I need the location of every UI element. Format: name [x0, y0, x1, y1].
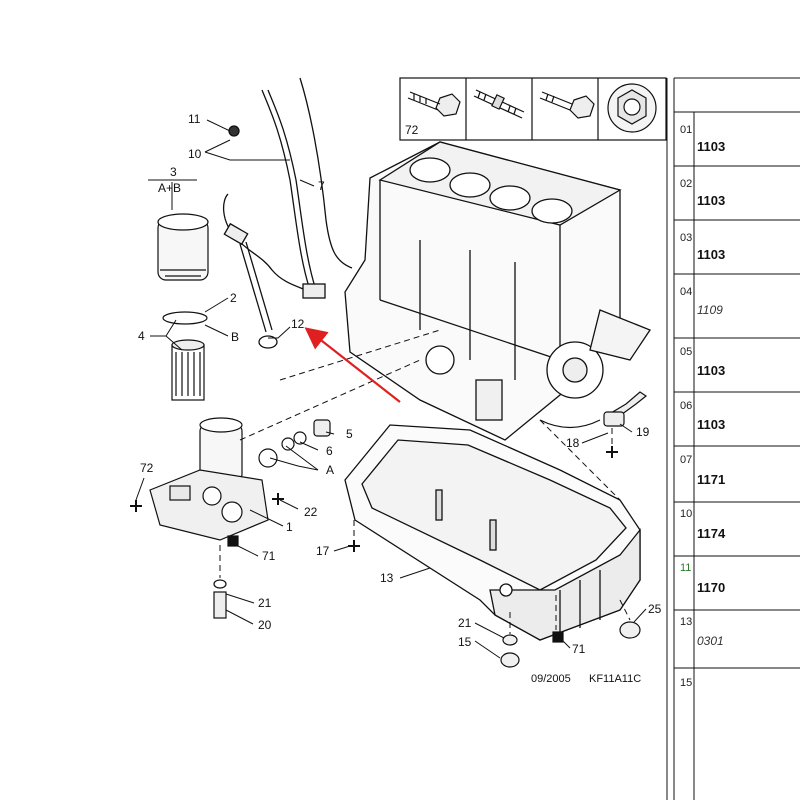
dipstick-and-tube: [223, 77, 353, 349]
ref-code-05: 1103: [697, 363, 726, 378]
ref-num-10: 10: [680, 508, 693, 520]
callout-71-left: 71: [262, 549, 276, 563]
ref-code-03: 1103: [697, 247, 726, 262]
callout-a-plus-b: A+B: [158, 181, 182, 195]
footer-date: 09/2005: [531, 673, 571, 685]
callout-6: 6: [326, 444, 333, 458]
stud-icon: [473, 89, 525, 119]
callout-72-top: 72: [405, 123, 419, 137]
callout-3: 3: [170, 165, 177, 179]
callout-22: 22: [304, 505, 318, 519]
callout-12: 12: [291, 317, 305, 331]
callout-25: 25: [648, 602, 662, 616]
callout-2: 2: [230, 291, 237, 305]
oil-sensor: [539, 391, 648, 429]
ref-code-02: 1103: [697, 193, 726, 208]
ref-code-11: 1170: [697, 580, 726, 595]
oil-filter-housing: [149, 213, 331, 619]
drain-plug-parts: [500, 621, 641, 668]
callout-1: 1: [286, 520, 293, 534]
ref-num-03: 03: [680, 232, 693, 244]
ref-num-06: 06: [680, 400, 693, 412]
callout-b: B: [231, 330, 240, 344]
hex-bolt-icon: [539, 91, 595, 119]
callout-4: 4: [138, 329, 145, 343]
callout-a: A: [326, 463, 335, 477]
callout-11: 11: [188, 112, 201, 126]
callout-13: 13: [380, 571, 394, 585]
ref-num-07: 07: [680, 454, 693, 466]
ref-code-10: 1174: [697, 526, 726, 541]
callout-5: 5: [346, 427, 353, 441]
callout-7: 7: [318, 179, 325, 193]
callout-17: 17: [316, 544, 330, 558]
callout-15: 15: [458, 635, 472, 649]
engine-block: [344, 141, 651, 441]
flange-nut-icon: [607, 83, 657, 133]
ref-num-11: 11: [680, 562, 692, 574]
callout-10: 10: [188, 147, 202, 161]
ref-num-01: 01: [680, 124, 693, 136]
leader-lines: [135, 119, 647, 659]
ref-num-05: 05: [680, 346, 693, 358]
ref-code-07: 1171: [697, 472, 726, 487]
ref-code-13: 0301: [697, 634, 724, 648]
ref-code-04: 1109: [697, 303, 723, 317]
ref-code-01: 1103: [697, 139, 726, 154]
oil-pan: [344, 424, 641, 641]
ref-num-15: 15: [680, 677, 693, 689]
fastener-icon-strip: [399, 77, 667, 141]
callout-72-left: 72: [140, 461, 154, 475]
callout-19: 19: [636, 425, 650, 439]
callout-71-right: 71: [572, 642, 586, 656]
ref-num-04: 04: [680, 286, 693, 298]
ref-num-13: 13: [680, 616, 693, 628]
highlight-arrow: [304, 327, 401, 403]
callout-20: 20: [258, 618, 272, 632]
callout-18: 18: [566, 436, 580, 450]
reference-table-frame: [666, 77, 800, 800]
flange-bolt-icon: [407, 91, 461, 117]
ref-num-02: 02: [680, 178, 693, 190]
assembly-dashed-lines: [219, 329, 631, 634]
callout-21-left: 21: [258, 596, 272, 610]
screw-markers: [130, 446, 618, 552]
footer-ref: KF11A11C: [589, 673, 642, 685]
ref-code-06: 1103: [697, 417, 726, 432]
callout-21-right: 21: [458, 616, 472, 630]
